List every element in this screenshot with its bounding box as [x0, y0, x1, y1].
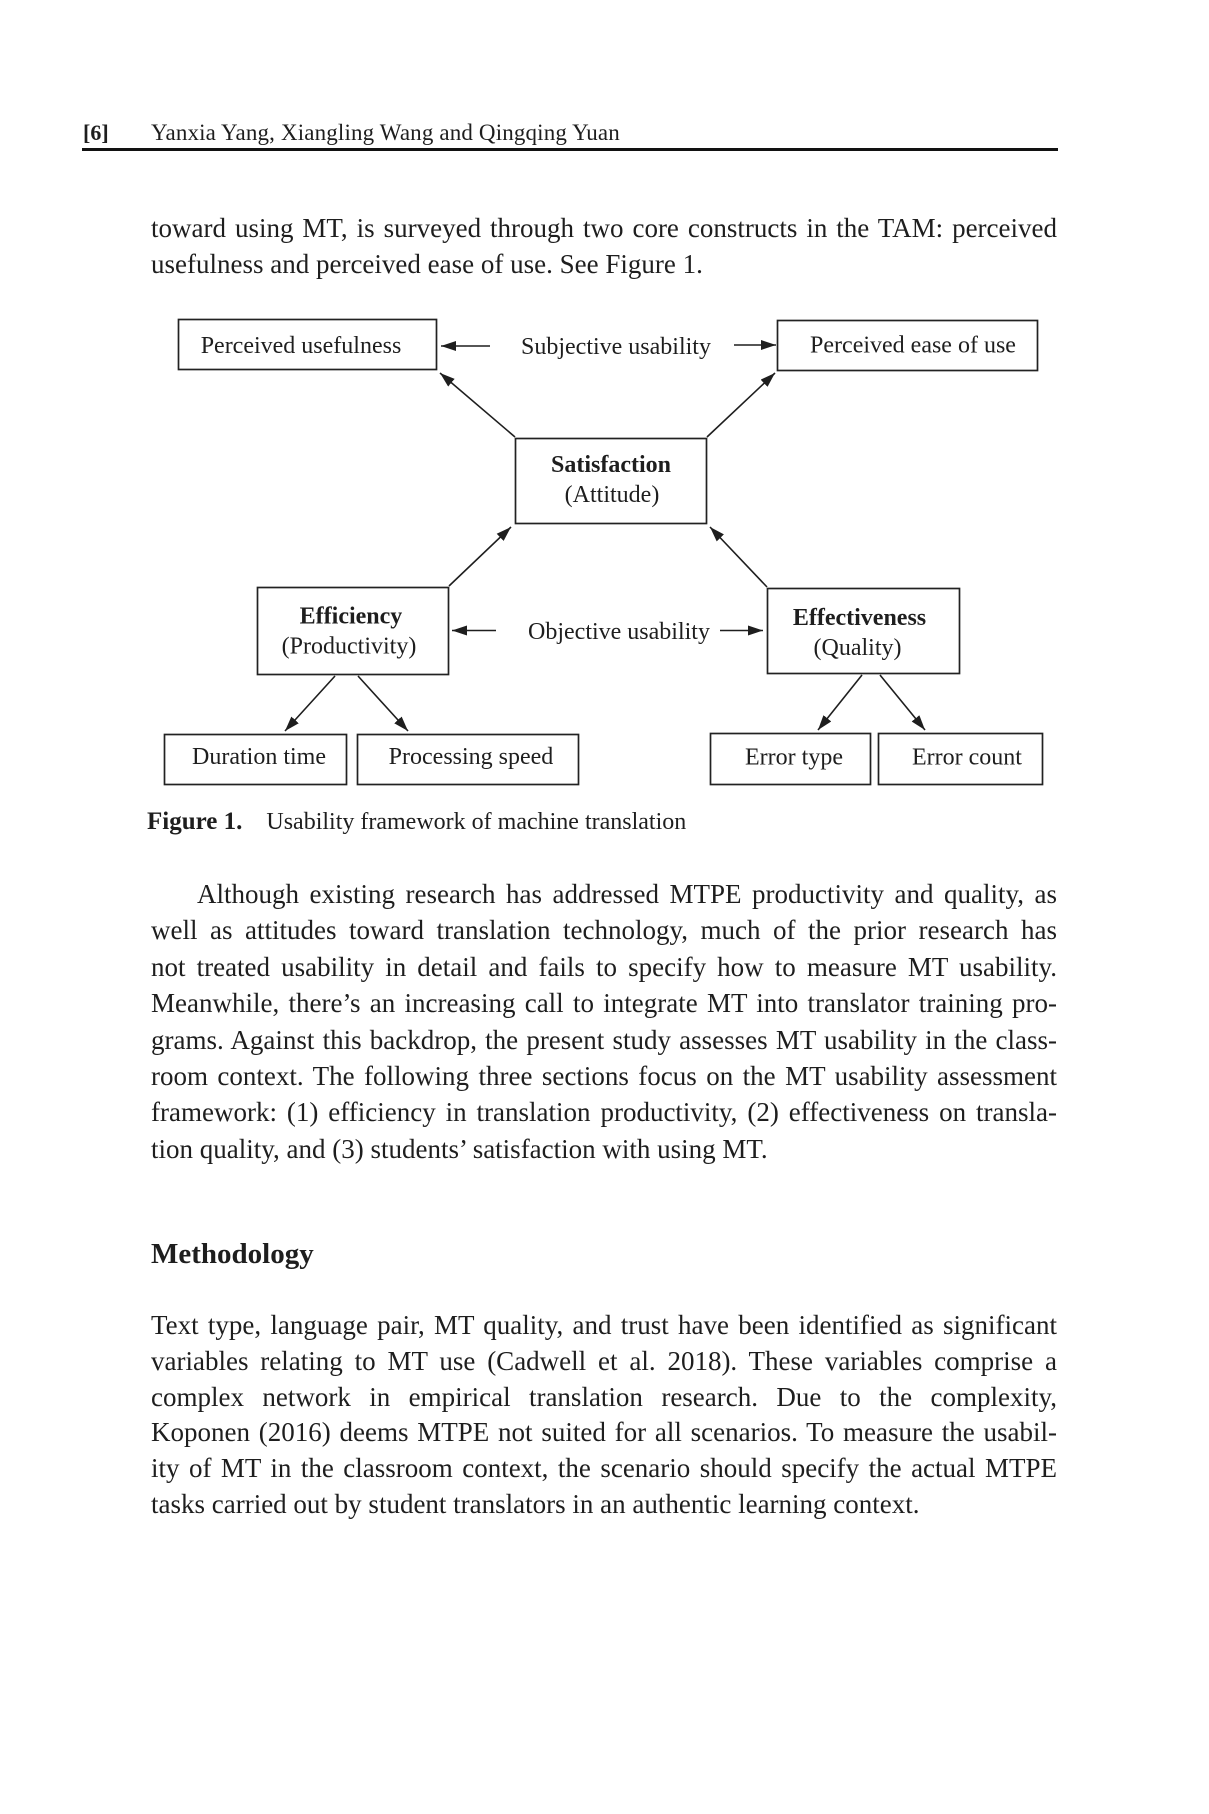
svg-text:Error type: Error type: [745, 745, 843, 771]
svg-text:Effectiveness: Effectiveness: [793, 605, 926, 631]
svg-text:Processing speed: Processing speed: [389, 744, 554, 770]
svg-text:Perceived ease of use: Perceived ease of use: [810, 332, 1016, 358]
svg-text:(Quality): (Quality): [814, 635, 902, 661]
svg-text:Satisfaction: Satisfaction: [551, 452, 671, 478]
svg-text:Subjective usability: Subjective usability: [521, 334, 711, 360]
svg-text:Efficiency: Efficiency: [300, 604, 403, 630]
svg-text:(Productivity): (Productivity): [282, 633, 417, 659]
svg-text:Perceived usefulness: Perceived usefulness: [201, 333, 402, 359]
svg-text:Duration time: Duration time: [192, 744, 326, 770]
svg-text:(Attitude): (Attitude): [565, 482, 660, 508]
svg-text:Objective usability: Objective usability: [528, 619, 710, 645]
svg-text:Error count: Error count: [912, 745, 1022, 771]
